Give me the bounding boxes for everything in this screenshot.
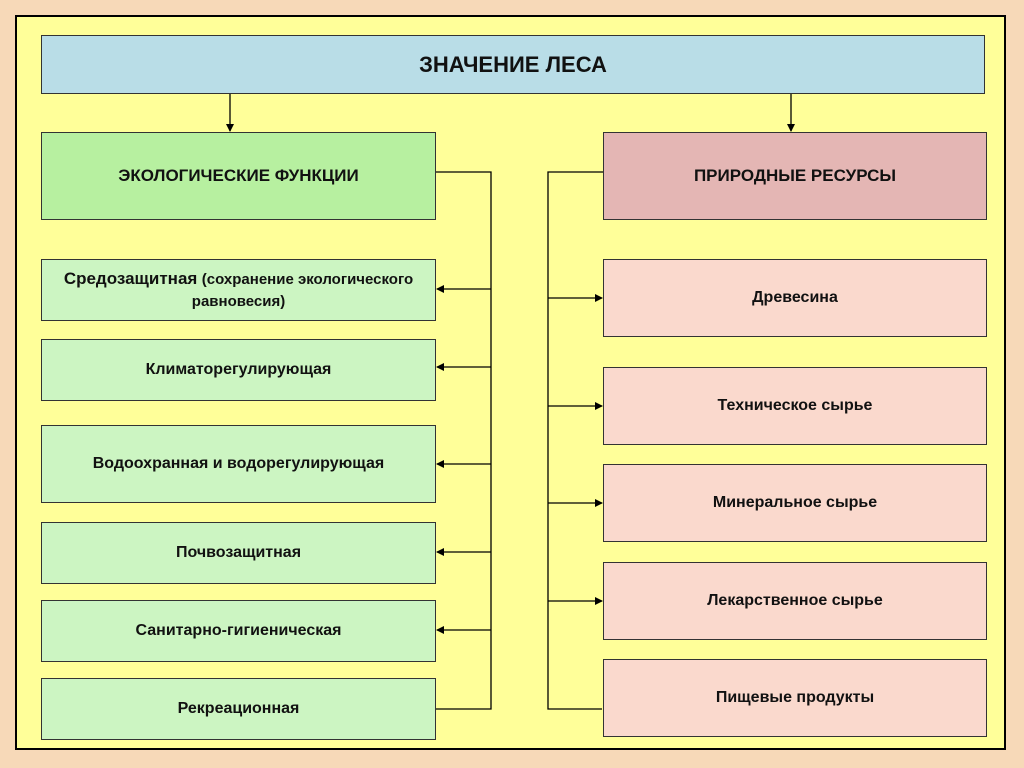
left-item-recreational: Рекреационная — [41, 678, 436, 740]
natural-resources-header-text: ПРИРОДНЫЕ РЕСУРСЫ — [693, 166, 897, 185]
left-item-environment-protective-title: Средозащитная — [63, 268, 198, 288]
left-item-climate-regulating: Климаторегулирующая — [41, 339, 436, 401]
right-item-food-products: Пищевые продукты — [603, 659, 987, 737]
left-item-recreational-text: Рекреационная — [177, 700, 300, 717]
right-item-technical-raw: Техническое сырье — [603, 367, 987, 445]
right-item-food-products-text: Пищевые продукты — [715, 689, 875, 706]
right-item-mineral-raw: Минеральное сырье — [603, 464, 987, 542]
left-item-climate-regulating-text: Климаторегулирующая — [145, 361, 332, 378]
left-item-sanitary-hygienic: Санитарно-гигиеническая — [41, 600, 436, 662]
right-item-wood-text: Древесина — [752, 289, 838, 306]
diagram-title: ЗНАЧЕНИЕ ЛЕСА — [41, 35, 985, 94]
right-item-wood: Древесина — [603, 259, 987, 337]
diagram-title-text: ЗНАЧЕНИЕ ЛЕСА — [419, 51, 607, 77]
left-item-environment-protective-note: (сохранение экологического равновесия) — [191, 270, 414, 310]
natural-resources-header: ПРИРОДНЫЕ РЕСУРСЫ — [603, 132, 987, 220]
left-item-sanitary-hygienic-text: Санитарно-гигиеническая — [135, 622, 342, 639]
ecological-functions-header: ЭКОЛОГИЧЕСКИЕ ФУНКЦИИ — [41, 132, 436, 220]
ecological-functions-header-text: ЭКОЛОГИЧЕСКИЕ ФУНКЦИИ — [118, 166, 359, 185]
left-item-soil-protective-text: Почвозащитная — [175, 544, 302, 561]
right-item-medicinal-raw: Лекарственное сырье — [603, 562, 987, 640]
left-item-water-protective-text: Водоохранная и водорегулирующая — [92, 455, 385, 472]
right-item-technical-raw-text: Техническое сырье — [717, 397, 873, 414]
left-item-water-protective: Водоохранная и водорегулирующая — [41, 425, 436, 503]
right-item-mineral-raw-text: Минеральное сырье — [712, 494, 878, 511]
left-item-soil-protective: Почвозащитная — [41, 522, 436, 584]
right-item-medicinal-raw-text: Лекарственное сырье — [707, 592, 883, 609]
left-item-environment-protective: Средозащитная (сохранение экологического… — [41, 259, 436, 321]
